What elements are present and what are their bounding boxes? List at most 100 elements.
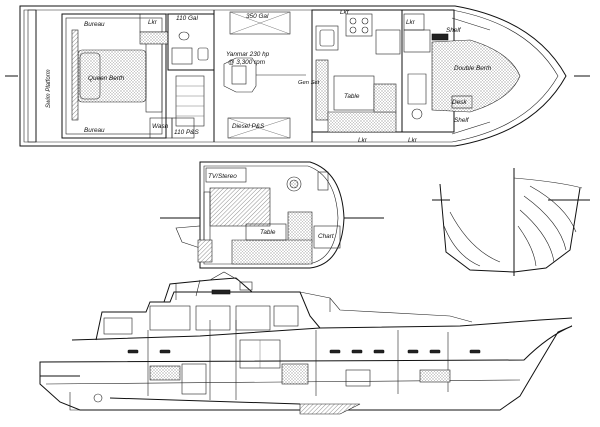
rudder	[69, 392, 80, 411]
foredeck-rail	[299, 291, 473, 323]
aft-cabin-closet	[145, 39, 163, 113]
porthole-5	[373, 349, 385, 354]
head-sink	[178, 31, 190, 41]
section-sheer	[513, 177, 583, 189]
shaft-line	[109, 397, 301, 405]
queen-berth-pillow	[79, 52, 101, 100]
settee-fwd	[287, 211, 313, 243]
salon-window-4	[273, 305, 299, 327]
settee-bottom	[231, 239, 313, 265]
helm-hatch	[286, 176, 302, 192]
shelf-top-line	[451, 17, 491, 31]
label-lkr-fwd: Lkr	[340, 9, 350, 16]
aft-locker-profile	[181, 363, 207, 395]
label-diesel: Diesel P&S	[232, 123, 265, 130]
sheer-line	[71, 317, 573, 341]
deck-outline	[199, 161, 345, 269]
deck-inner	[203, 165, 339, 265]
fwd-toilet	[411, 108, 423, 120]
fwd-head	[407, 73, 427, 105]
label-110-gal: 110 Gal	[176, 15, 198, 22]
chart-table	[313, 225, 341, 249]
diesel-tank	[227, 117, 291, 139]
helm-seat	[317, 171, 329, 191]
berth-pillow	[431, 33, 449, 41]
desk-unit	[451, 95, 473, 109]
fwd-head-sink	[403, 29, 431, 53]
label-lkr-bow: Lkr	[406, 19, 416, 26]
dinette-seat	[327, 111, 397, 133]
label-queen-berth: Queen Berth	[88, 75, 125, 82]
windshield	[211, 289, 231, 295]
aft-lkr-shelf	[139, 31, 169, 45]
label-bureau-top: Bureau	[84, 21, 105, 28]
galley-sink	[315, 25, 339, 51]
keel	[299, 403, 361, 415]
aft-bulkhead-hatch	[71, 29, 79, 121]
head-shower	[171, 47, 193, 65]
label-chart: Chart	[318, 233, 334, 240]
galley-profile	[345, 369, 371, 387]
label-wash: Wash	[152, 123, 169, 130]
salon-window-2	[195, 305, 231, 331]
label-double-berth: Double Berth	[454, 65, 492, 72]
hull-section-view	[432, 168, 590, 276]
swim-platform	[27, 9, 37, 143]
label-shelf-top: Shelf	[446, 27, 462, 34]
label-shelf-bottom: Shelf	[454, 117, 470, 124]
label-engine: Yanmar 230 hp	[226, 51, 270, 58]
aft-cabin-wall	[61, 13, 167, 139]
label-desk: Desk	[452, 99, 467, 106]
tank-110-ps	[171, 117, 195, 139]
main-deck-plan: TV/Stereo Table Chart	[160, 161, 384, 269]
flybridge-arch	[209, 271, 239, 281]
label-lkr-bottom-mid: Lkr	[358, 137, 368, 144]
aft-head	[167, 13, 215, 71]
gen-set-box	[315, 59, 329, 121]
label-swim-platform: Swim Platform	[46, 69, 52, 108]
hull-inner-line	[23, 9, 559, 143]
tank-350	[229, 11, 291, 35]
porthole-6	[407, 349, 419, 354]
deckhouse	[95, 291, 321, 341]
label-bureau-bottom: Bureau	[84, 127, 105, 134]
porthole-4	[351, 349, 363, 354]
companionway-aft	[175, 75, 205, 127]
mast-box	[239, 281, 253, 291]
label-lkr-bottom-fwd: Lkr	[408, 137, 418, 144]
label-110-ps: 110 P&S	[174, 129, 199, 136]
label-350-gal: 350 Gal	[246, 13, 269, 20]
deck-table	[245, 223, 287, 241]
aft-window	[103, 317, 133, 335]
porthole-8	[469, 349, 481, 354]
hull-outline	[19, 5, 567, 147]
cockpit-hatch	[209, 187, 271, 227]
salon-window-3	[235, 305, 271, 331]
profile-view	[39, 271, 573, 415]
engine-profile	[281, 363, 309, 385]
tv-stereo-unit	[205, 167, 247, 183]
label-gen-set: Gen Set	[298, 80, 320, 86]
porthole-2	[159, 349, 171, 354]
porthole-1	[127, 349, 139, 354]
salon-window-1	[149, 305, 191, 331]
section-left-half	[439, 183, 515, 273]
aft-berth-profile	[149, 365, 181, 381]
label-table-main: Table	[344, 93, 360, 100]
label-tv-stereo: TV/Stereo	[208, 173, 237, 180]
shelf-bottom-line	[451, 121, 491, 135]
engine-head	[231, 65, 247, 85]
lower-deck-plan: Bureau Bureau Swim Platform Queen Berth …	[5, 5, 590, 147]
porthole-3	[329, 349, 341, 354]
galley-fridge	[375, 29, 401, 55]
label-table-deck: Table	[260, 229, 276, 236]
label-engine-rpm: @ 3,300 rpm	[228, 59, 266, 66]
hull-profile	[39, 325, 573, 411]
porthole-7	[429, 349, 441, 354]
dinette-seat-side	[373, 83, 397, 113]
label-lkr-aft: Lkr	[148, 19, 158, 26]
boarding-hatch	[197, 239, 213, 263]
flybridge	[163, 277, 253, 303]
